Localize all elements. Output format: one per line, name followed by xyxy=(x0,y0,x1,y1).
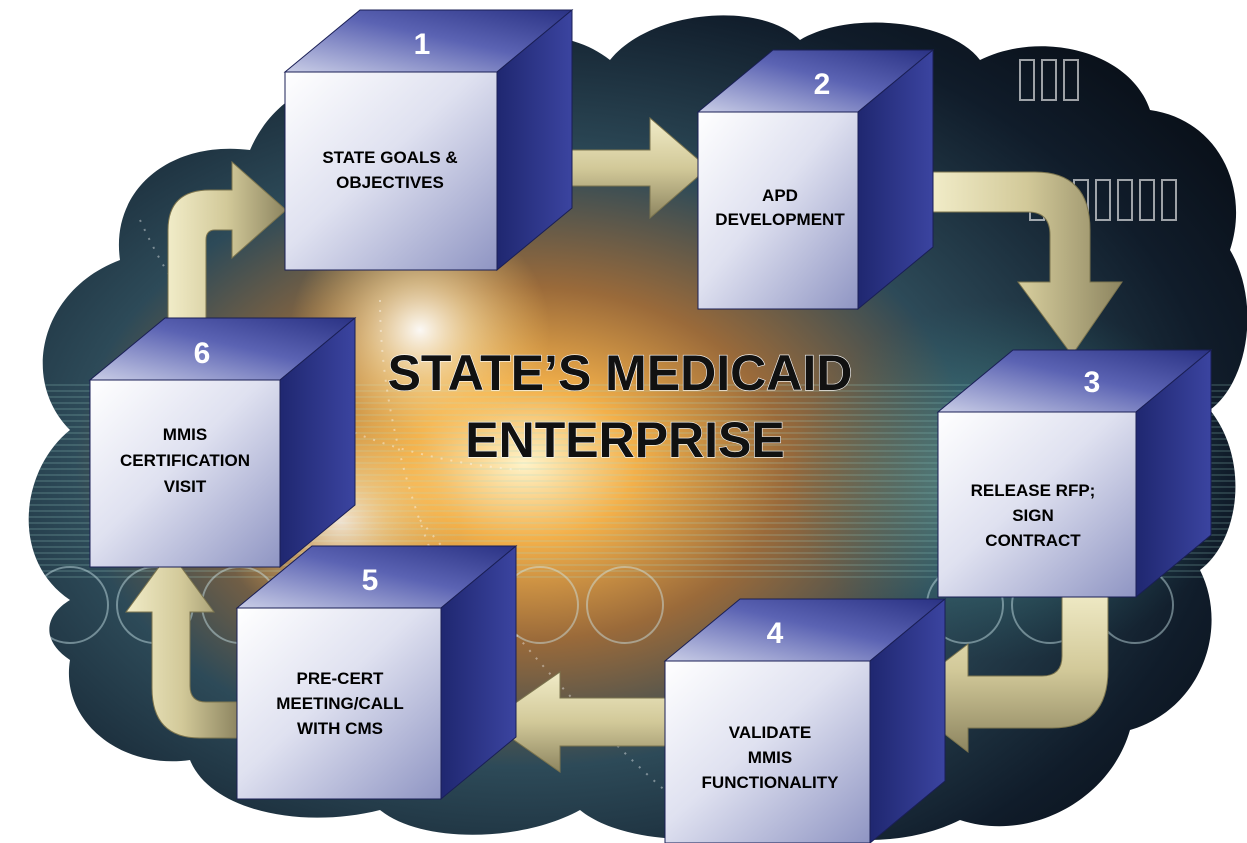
step-6-label-line-2: CERTIFICATION xyxy=(120,451,250,470)
step-1-number: 1 xyxy=(414,28,431,61)
step-5-label-line-1: PRE-CERT xyxy=(297,669,385,688)
center-title: STATE’S MEDICAID ENTERPRISE xyxy=(387,344,853,468)
step-2-box: 2 APD DEVELOPMENT xyxy=(696,48,935,311)
step-6-label-line-3: VISIT xyxy=(164,477,207,496)
step-5-number: 5 xyxy=(362,564,379,597)
center-title-line-1: STATE’S MEDICAID xyxy=(388,345,853,401)
step-2-label-line-2: DEVELOPMENT xyxy=(715,210,845,229)
step-4-label-line-3: FUNCTIONALITY xyxy=(702,773,840,792)
arrow-4-to-5 xyxy=(487,671,669,773)
center-title-line-2: ENTERPRISE xyxy=(465,412,785,468)
step-4-box: 4 VALIDATE MMIS FUNCTIONALITY xyxy=(663,597,947,843)
step-6-number: 6 xyxy=(194,337,211,370)
step-4-label-line-2: MMIS xyxy=(748,748,792,767)
step-5-label-line-2: MEETING/CALL xyxy=(276,694,404,713)
step-6-label-line-1: MMIS xyxy=(163,425,207,444)
step-2-label-line-1: APD xyxy=(762,186,798,205)
step-5-label-line-3: WITH CMS xyxy=(297,719,383,738)
arrow-3-to-4 xyxy=(897,587,1109,754)
step-2-number: 2 xyxy=(814,68,831,101)
step-6-box: 6 MMIS CERTIFICATION VISIT xyxy=(88,316,357,569)
arrow-1-to-2 xyxy=(571,116,709,220)
step-4-number: 4 xyxy=(767,617,784,650)
step-1-label-line-2: OBJECTIVES xyxy=(336,173,444,192)
arrow-5-to-6 xyxy=(125,551,239,739)
step-3-number: 3 xyxy=(1084,366,1101,399)
step-5-box: 5 PRE-CERT MEETING/CALL WITH CMS xyxy=(235,544,518,801)
step-3-box: 3 RELEASE RFP; SIGN CONTRACT xyxy=(936,348,1213,599)
step-1-label-line-1: STATE GOALS & xyxy=(322,148,457,167)
step-3-label-line-2: SIGN xyxy=(1012,506,1054,525)
step-3-label-line-1: RELEASE RFP; xyxy=(971,481,1096,500)
step-4-label-line-1: VALIDATE xyxy=(729,723,811,742)
arrow-2-to-3 xyxy=(931,171,1123,356)
step-3-label-line-3: CONTRACT xyxy=(985,531,1081,550)
step-1-box: 1 STATE GOALS & OBJECTIVES xyxy=(283,8,574,272)
